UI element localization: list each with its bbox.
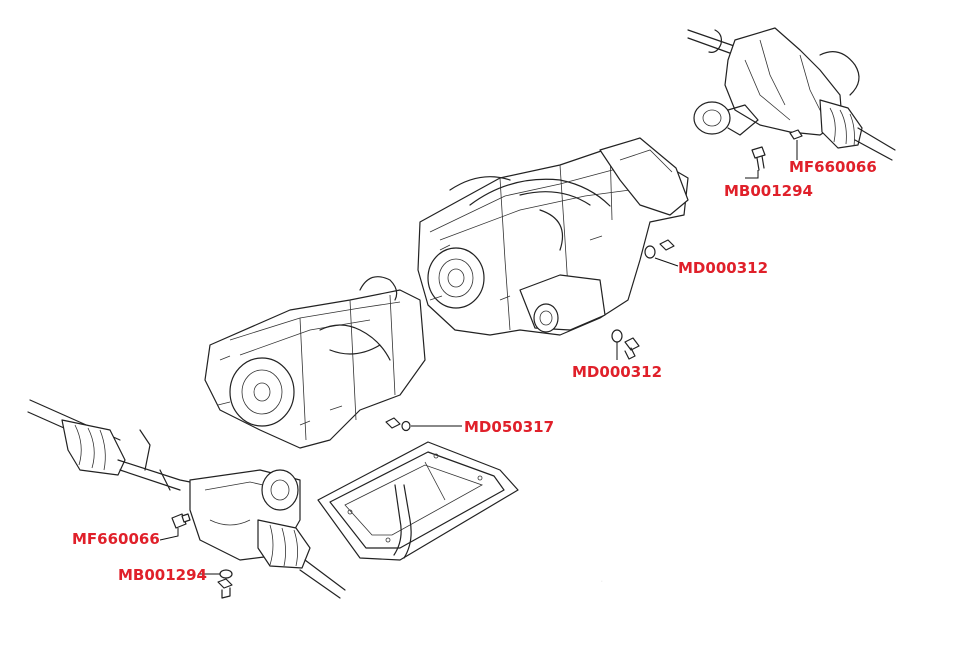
label-front-diff-filler: MF660066	[72, 530, 160, 548]
faint-watermark: .	[600, 572, 604, 585]
oil-pan	[317, 441, 519, 561]
rear-differential	[687, 27, 896, 179]
label-rear-diff-filler: MF660066	[789, 158, 877, 176]
label-front-diff-drain: MB001294	[118, 566, 207, 584]
transfer-case	[417, 137, 689, 360]
front-differential	[27, 399, 346, 599]
label-transfer-filler: MD000312	[678, 259, 768, 277]
label-transfer-drain: MD000312	[572, 363, 662, 381]
transmission	[204, 276, 462, 449]
label-trans-drain: MD050317	[464, 418, 554, 436]
label-rear-diff-drain: MB001294	[724, 182, 813, 200]
